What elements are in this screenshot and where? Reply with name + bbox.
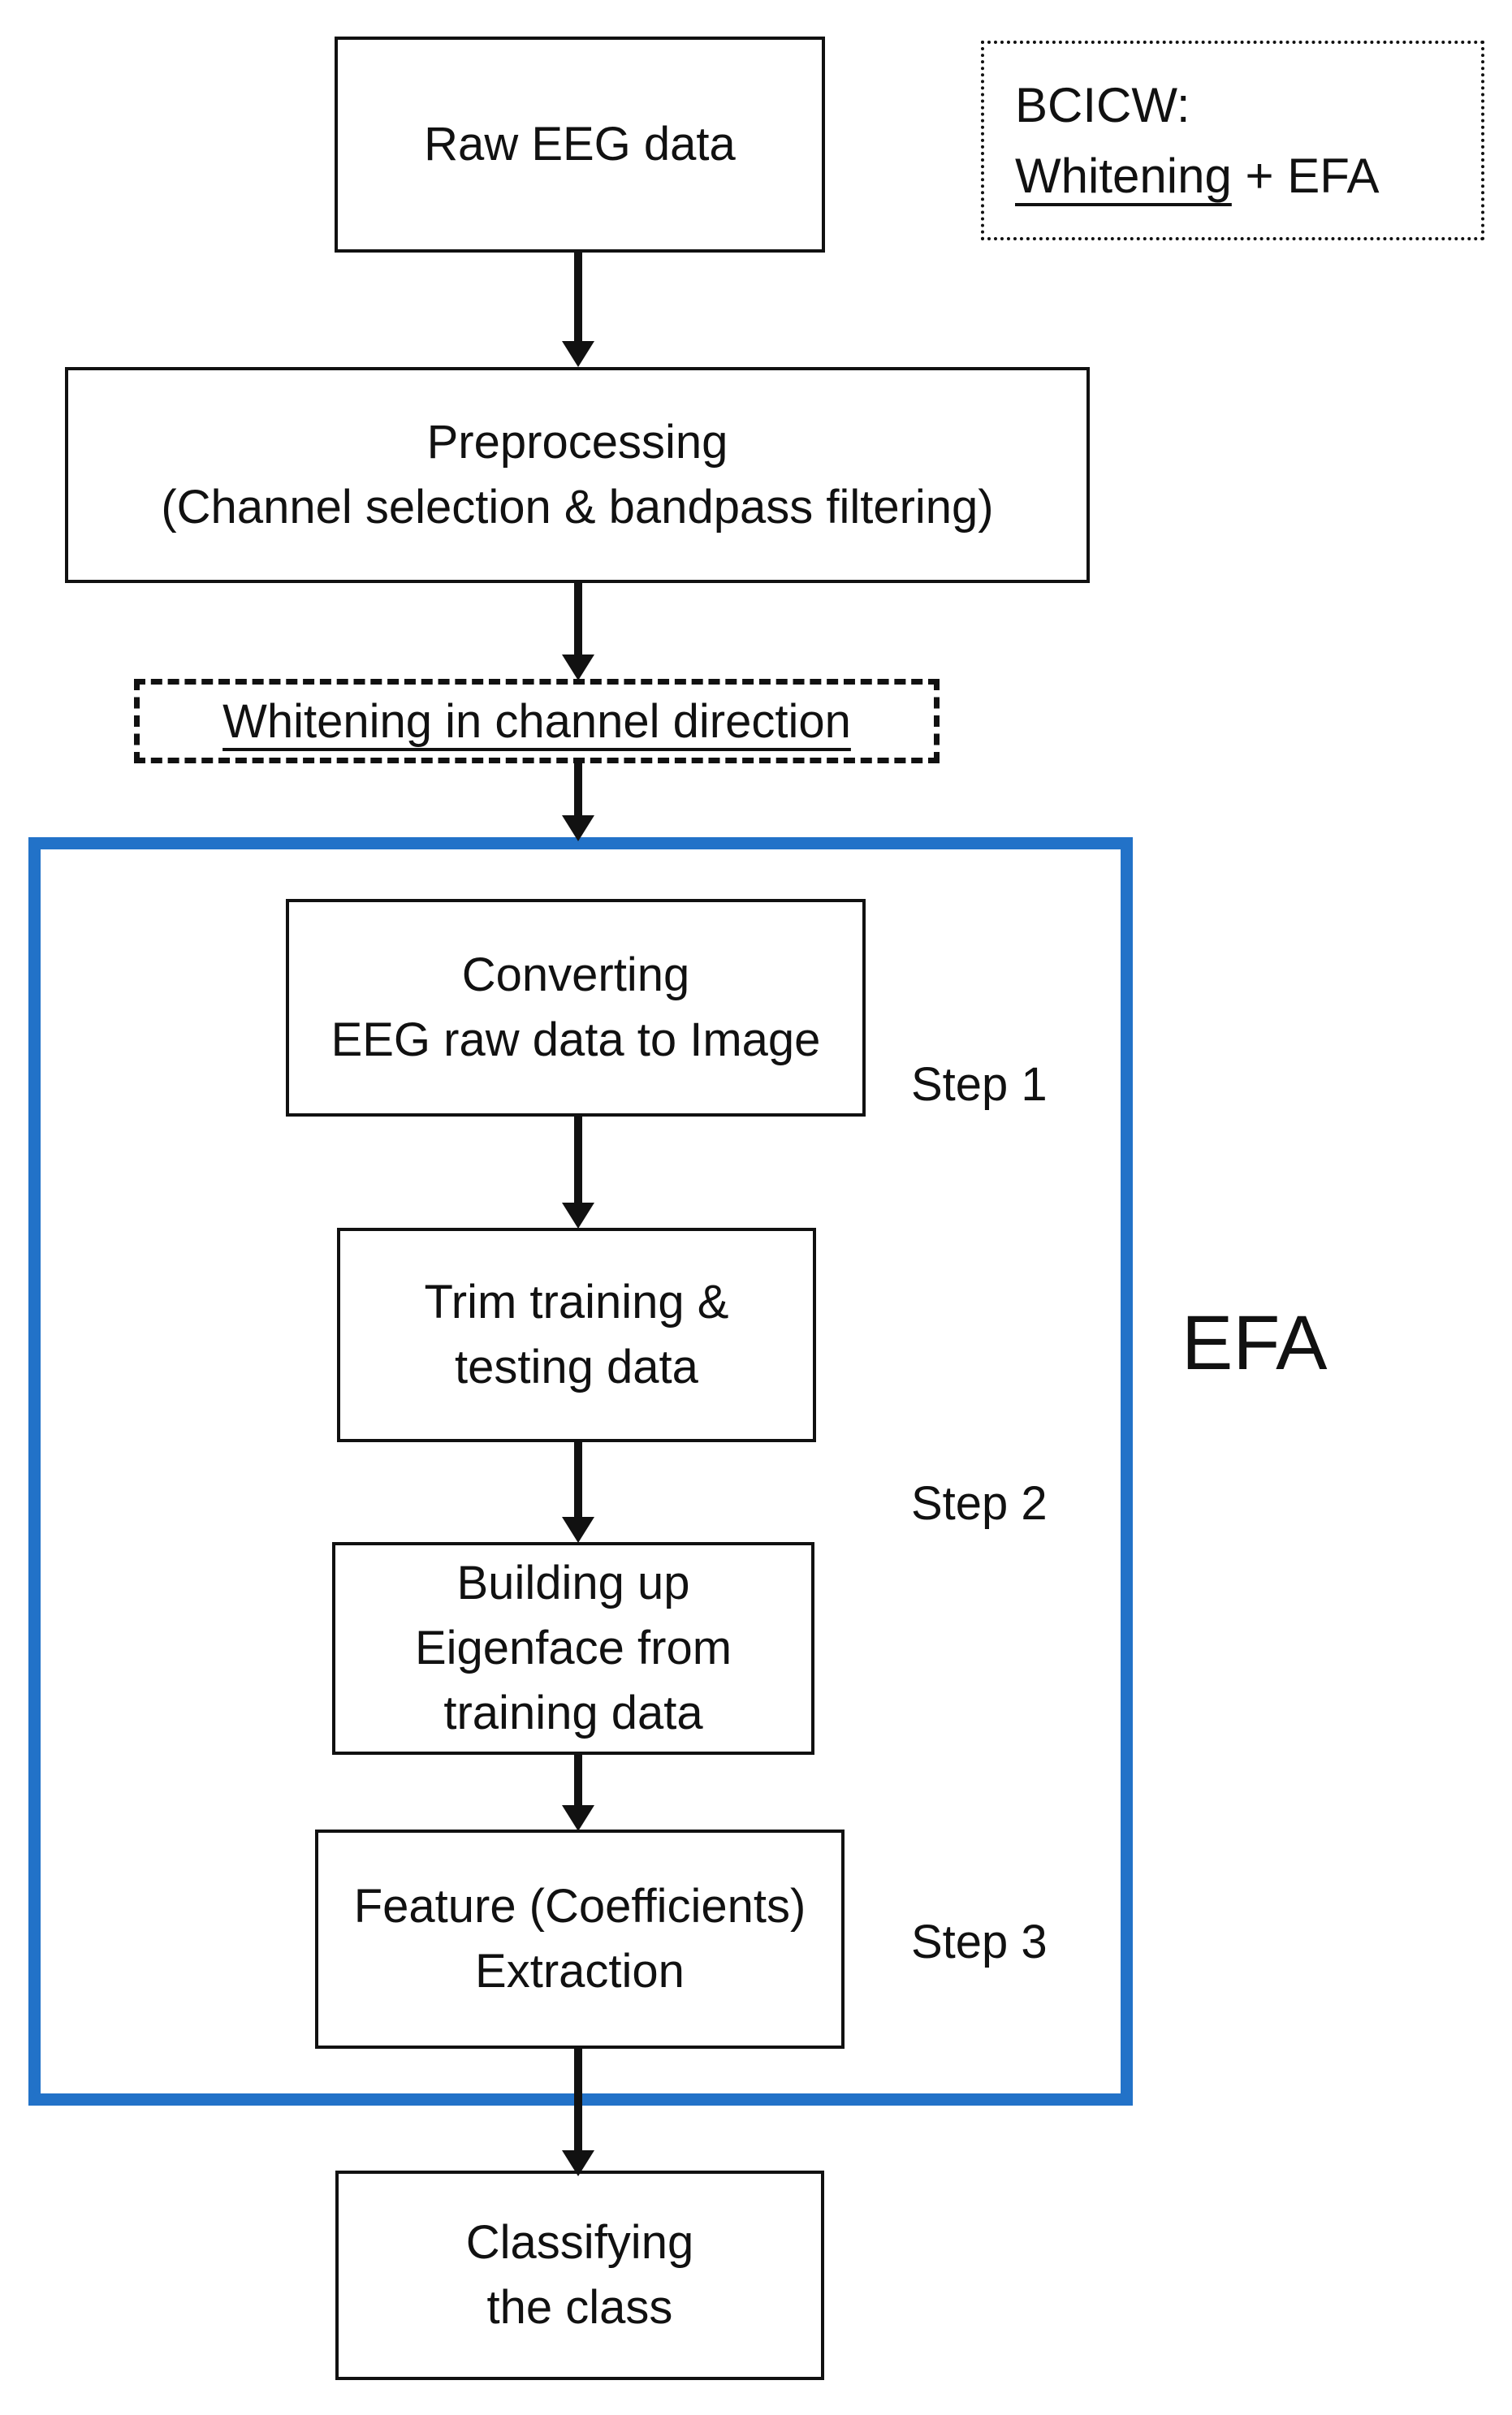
node-converting: Converting EEG raw data to Image — [286, 899, 866, 1117]
arrow-feature-to-classifying-head — [562, 2150, 594, 2176]
arrow-feature-to-classifying-shaft — [574, 2047, 582, 2152]
node-trim: Trim training & testing data — [337, 1228, 816, 1442]
arrow-converting-to-trim-head — [562, 1203, 594, 1229]
efa-label: EFA — [1182, 1300, 1328, 1386]
arrow-trim-to-building-shaft — [574, 1441, 582, 1519]
node-building: Building up Eigenface from training data — [332, 1542, 814, 1755]
legend-formula: Whitening + EFA — [1015, 140, 1380, 211]
step3-label: Step 3 — [911, 1916, 1048, 1968]
node-building-line2: Eigenface from — [414, 1621, 732, 1674]
node-building-line1: Building up — [456, 1556, 690, 1609]
node-feature-line2: Extraction — [475, 1945, 685, 1998]
node-preprocessing-line2: (Channel selection & bandpass filtering) — [161, 481, 994, 534]
arrow-preprocessing-to-whitening-head — [562, 655, 594, 680]
legend-title: BCICW: — [1015, 78, 1190, 132]
node-classifying-line2: the class — [486, 2281, 673, 2334]
node-trim-line2: testing data — [455, 1341, 698, 1393]
arrow-trim-to-building-head — [562, 1517, 594, 1543]
arrow-whitening-to-efa-head — [562, 815, 594, 841]
legend-suffix: + EFA — [1231, 149, 1380, 203]
legend-whitening-underlined: Whitening — [1015, 149, 1232, 203]
arrow-building-to-feature-shaft — [574, 1753, 582, 1807]
arrow-building-to-feature-head — [562, 1805, 594, 1831]
node-converting-line2: EEG raw data to Image — [330, 1013, 821, 1066]
arrow-raw-to-preprocessing-shaft — [574, 250, 582, 343]
node-converting-line1: Converting — [461, 948, 690, 1001]
node-raw-eeg-data-label: Raw EEG data — [424, 117, 736, 171]
step1-label: Step 1 — [911, 1058, 1048, 1111]
efa-region-border — [28, 837, 1133, 2106]
node-classifying-line1: Classifying — [465, 2215, 694, 2269]
node-preprocessing-line1: Preprocessing — [426, 415, 728, 469]
node-feature-line1: Feature (Coefficients) — [353, 1879, 806, 1933]
node-trim-line1: Trim training & — [424, 1275, 729, 1328]
arrow-preprocessing-to-whitening-shaft — [574, 581, 582, 656]
node-building-line3: training data — [443, 1687, 703, 1740]
arrow-converting-to-trim-shaft — [574, 1115, 582, 1204]
node-feature: Feature (Coefficients) Extraction — [315, 1830, 845, 2049]
arrow-raw-to-preprocessing-head — [562, 341, 594, 367]
node-whitening: Whitening in channel direction — [134, 679, 940, 763]
node-preprocessing: Preprocessing (Channel selection & bandp… — [65, 367, 1090, 583]
node-raw-eeg-data: Raw EEG data — [335, 37, 825, 253]
step2-label: Step 2 — [911, 1477, 1048, 1530]
node-classifying: Classifying the class — [335, 2171, 824, 2380]
legend-bcicw-box: BCICW: Whitening + EFA — [981, 41, 1484, 240]
node-whitening-label: Whitening in channel direction — [222, 694, 851, 748]
arrow-whitening-to-efa-shaft — [574, 762, 582, 817]
